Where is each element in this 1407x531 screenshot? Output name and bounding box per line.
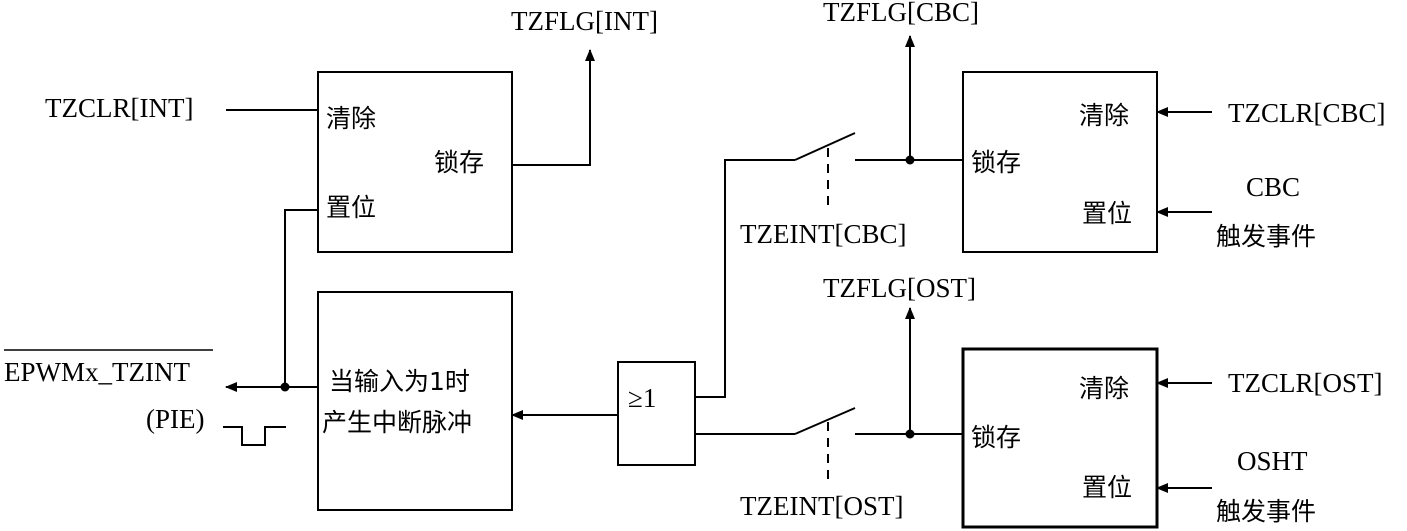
pie-label: (PIE) bbox=[146, 404, 204, 434]
or-gate: ≥1 bbox=[617, 361, 696, 466]
cbc-latch-latch-label: 锁存 bbox=[971, 148, 1021, 177]
cbc-event-label-line2: 触发事件 bbox=[1216, 222, 1316, 251]
tzeint-ost-label: TZEINT[OST] bbox=[740, 491, 903, 521]
tzclr-ost-label: TZCLR[OST] bbox=[1228, 368, 1383, 398]
ost-event-label-line1: OSHT bbox=[1237, 446, 1308, 476]
ost-latch-clear-label: 清除 bbox=[1079, 374, 1129, 403]
cbc-latch-clear-label: 清除 bbox=[1079, 101, 1129, 130]
or-to-cbc-switch-wire bbox=[695, 159, 795, 398]
int-set-feedback-wire bbox=[284, 209, 318, 387]
epwm-tzint-label: EPWMx_TZINT bbox=[4, 357, 190, 387]
ost-latch-set-label: 置位 bbox=[1082, 473, 1132, 502]
tzflg-int-label: TZFLG[INT] bbox=[511, 6, 658, 36]
pulse-generator-block: 当输入为1时 产生中断脉冲 bbox=[317, 291, 513, 511]
or-gate-symbol: ≥1 bbox=[628, 383, 656, 413]
tzeint-cbc-label: TZEINT[CBC] bbox=[740, 219, 906, 249]
ost-event-label-line2: 触发事件 bbox=[1216, 497, 1316, 526]
cbc-latch-set-label: 置位 bbox=[1082, 199, 1132, 228]
int-latch-clear-label: 清除 bbox=[326, 104, 376, 133]
tzflg-cbc-label: TZFLG[CBC] bbox=[823, 0, 979, 27]
tzclr-int-label: TZCLR[INT] bbox=[45, 93, 193, 123]
cbc-latch-block: 清除 锁存 置位 bbox=[962, 71, 1158, 253]
cbc-event-label-line1: CBC bbox=[1246, 172, 1300, 202]
tzflg-int-wire bbox=[512, 49, 595, 166]
tzclr-cbc-label: TZCLR[CBC] bbox=[1228, 98, 1386, 128]
cbc-switch-blade bbox=[794, 132, 856, 161]
ost-switch-blade bbox=[794, 407, 856, 435]
int-latch-set-label: 置位 bbox=[326, 193, 376, 222]
pulse-generator-line1: 当输入为1时 bbox=[329, 367, 470, 396]
ost-latch-block: 清除 锁存 置位 bbox=[961, 347, 1159, 529]
int-latch-latch-label: 锁存 bbox=[434, 148, 484, 177]
ost-latch-latch-label: 锁存 bbox=[971, 423, 1021, 452]
pulse-waveform-icon bbox=[223, 426, 286, 446]
int-latch-block: 清除 锁存 置位 bbox=[317, 71, 513, 253]
tzflg-ost-label: TZFLG[OST] bbox=[823, 273, 976, 303]
pulse-generator-line2: 产生中断脉冲 bbox=[322, 408, 472, 437]
